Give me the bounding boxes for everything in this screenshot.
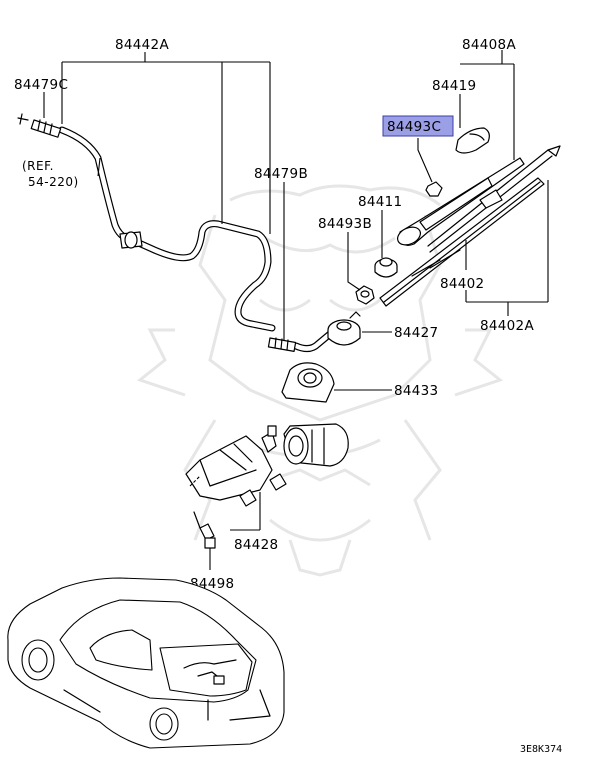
nut-84411: [374, 257, 398, 278]
grommet-84427: [327, 311, 361, 346]
wiper-arm-84408a: [397, 145, 561, 253]
leader-lines: [43, 50, 549, 570]
ref-label-line2: 54-220): [28, 175, 79, 189]
wiper-blade-84402: [379, 177, 545, 307]
label-84442a[interactable]: 84442A: [115, 37, 169, 53]
label-84427[interactable]: 84427: [394, 325, 438, 341]
label-84411[interactable]: 84411: [358, 194, 402, 210]
arm-cover-84419: [455, 127, 490, 154]
diagram-code: 3E8K374: [520, 744, 562, 755]
part-labels: 84442A 84479C (REF. 54-220) 84479B 84493…: [14, 37, 534, 592]
car-illustration: [7, 577, 285, 749]
label-84479c[interactable]: 84479C: [14, 77, 68, 93]
wiper-hose: [58, 126, 334, 353]
nut-84493c: [425, 181, 443, 197]
wiper-motor-84428: [185, 423, 349, 507]
label-84428[interactable]: 84428: [234, 537, 278, 553]
label-84419[interactable]: 84419: [432, 78, 476, 94]
joint-84479c: [17, 113, 62, 138]
label-84479b[interactable]: 84479B: [254, 166, 308, 182]
seal-84433: [281, 362, 335, 403]
label-84408a[interactable]: 84408A: [462, 37, 516, 53]
highlight-box: [382, 115, 454, 137]
label-84433[interactable]: 84433: [394, 383, 438, 399]
ref-label-line1: (REF.: [22, 159, 54, 173]
cap-nut-84493b: [355, 285, 375, 305]
label-84493b[interactable]: 84493B: [318, 216, 372, 232]
joint-84479b: [267, 337, 297, 352]
label-84402a[interactable]: 84402A: [480, 318, 534, 334]
label-84402[interactable]: 84402: [440, 276, 484, 292]
bolt-84498: [193, 511, 216, 549]
label-84493c[interactable]: 84493C: [387, 119, 441, 135]
